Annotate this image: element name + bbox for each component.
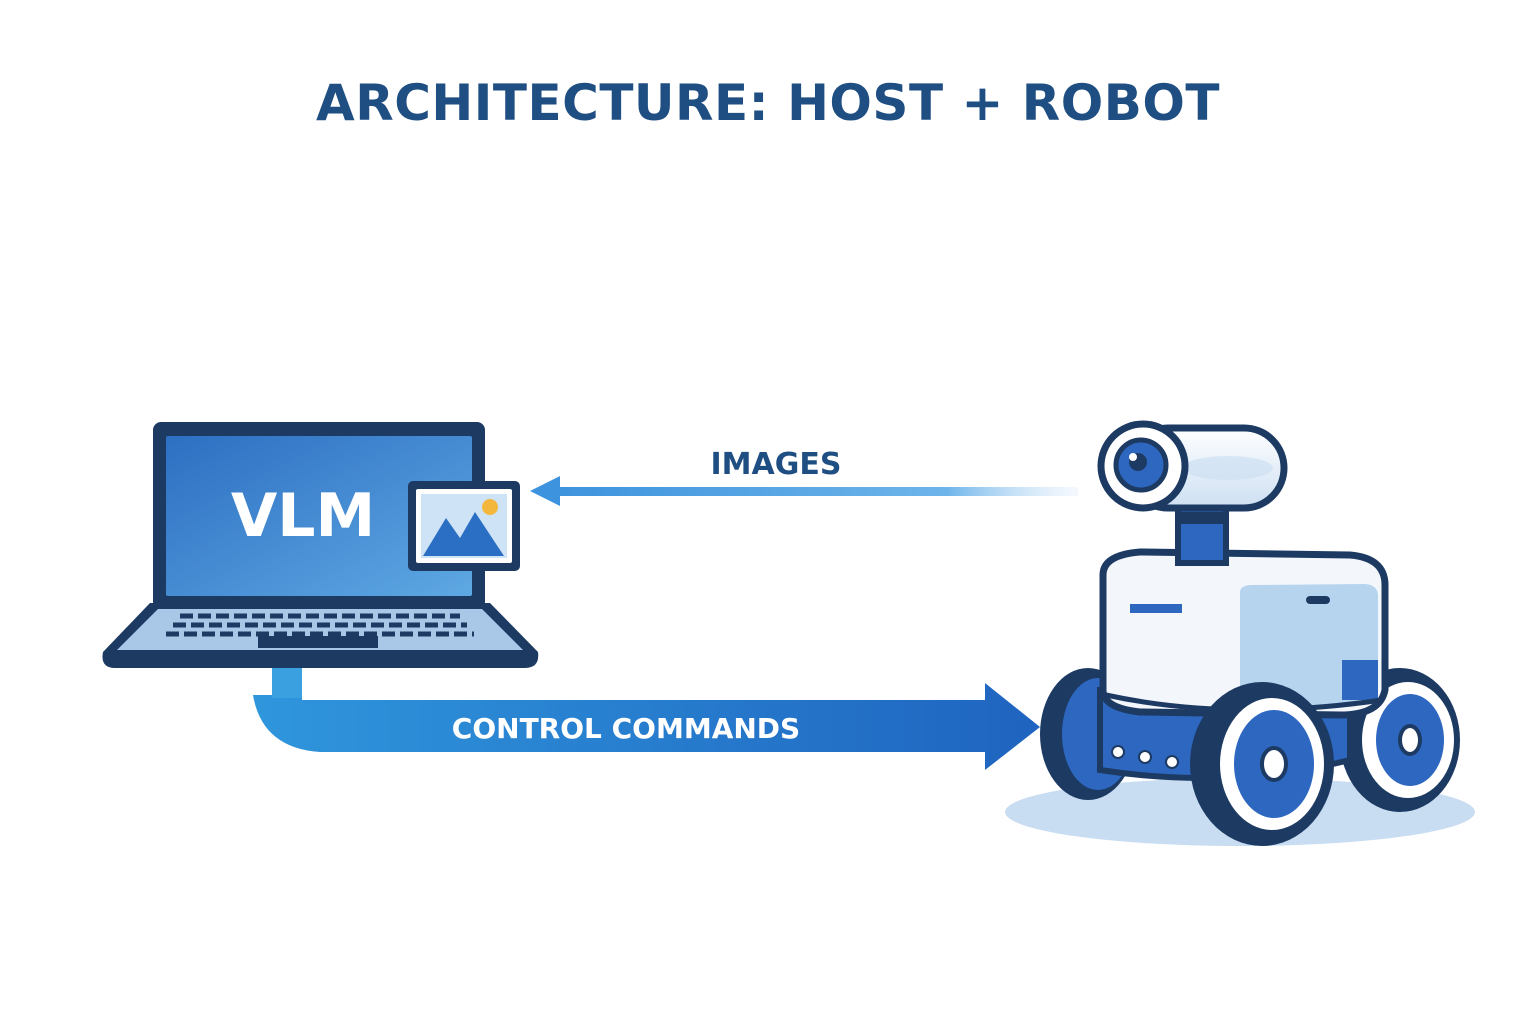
images-arrow <box>530 476 1078 506</box>
trackpad <box>258 636 378 648</box>
laptop-deck <box>117 609 523 650</box>
control-commands-label: CONTROL COMMANDS <box>452 712 800 745</box>
chassis-lights <box>1111 745 1179 769</box>
laptop: VLM <box>102 422 539 668</box>
body-stripe <box>1130 604 1182 613</box>
robot <box>1005 420 1475 846</box>
vlm-label: VLM <box>231 481 375 551</box>
side-panel-accent <box>1342 660 1378 700</box>
camera-head <box>1097 420 1288 512</box>
images-label: IMAGES <box>711 447 842 482</box>
keyboard <box>166 613 474 637</box>
body-slot <box>1306 596 1330 604</box>
image-icon <box>408 481 520 571</box>
laptop-screen <box>166 436 472 596</box>
control-commands-arrow <box>253 668 1040 770</box>
wheel-front-left <box>1190 682 1334 846</box>
diagram-title: ARCHITECTURE: HOST + ROBOT <box>316 74 1220 132</box>
